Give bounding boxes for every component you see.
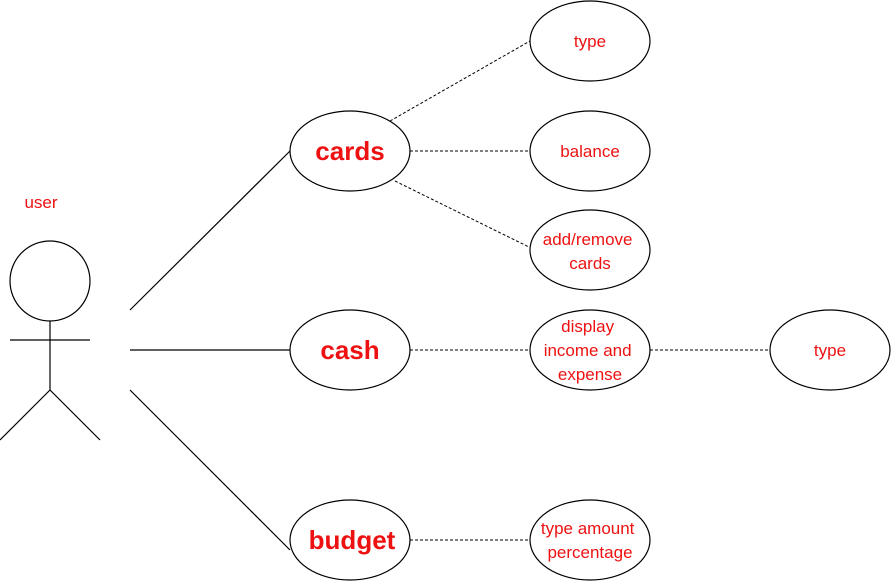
- use-case-cards-label: cards: [315, 136, 384, 166]
- use-case-budget-detail-label: type amount percentage: [541, 519, 639, 562]
- use-case-cards[interactable]: cards: [289, 110, 411, 192]
- use-case-display-income-expense[interactable]: display income and expense: [529, 309, 651, 391]
- actor-left-leg: [0, 389, 51, 441]
- association-user-budget: [129, 389, 291, 551]
- use-case-balance-label: balance: [560, 142, 620, 161]
- use-case-budget[interactable]: budget: [289, 499, 411, 581]
- association-user-cards: [129, 150, 291, 311]
- use-case-balance[interactable]: balance: [529, 110, 651, 192]
- relation-cards-add-remove: [394, 180, 536, 251]
- actor-label: user: [24, 193, 57, 212]
- use-case-display-type[interactable]: type: [769, 309, 891, 391]
- use-case-cards-type[interactable]: type: [529, 0, 651, 82]
- use-case-budget-label: budget: [309, 525, 396, 555]
- use-case-add-remove-cards-label: add/remove cards: [543, 230, 638, 273]
- relation-cards-type: [389, 40, 531, 122]
- use-case-budget-detail[interactable]: type amount percentage: [529, 499, 651, 581]
- display-line-2: income and: [544, 341, 632, 360]
- actor-right-leg: [49, 389, 101, 441]
- add-remove-line-1: add/remove: [543, 230, 633, 249]
- display-line-1: display: [561, 317, 614, 336]
- use-case-display-type-label: type: [814, 341, 846, 360]
- add-remove-line-2: cards: [569, 254, 611, 273]
- budget-detail-line-1: type amount: [541, 519, 635, 538]
- actor-head: [9, 240, 91, 322]
- use-case-cash[interactable]: cash: [289, 309, 411, 391]
- actor-user: user: [0, 193, 101, 441]
- use-case-add-remove-cards[interactable]: add/remove cards: [529, 209, 651, 291]
- display-line-3: expense: [558, 365, 622, 384]
- use-case-cash-label: cash: [320, 335, 379, 365]
- use-case-cards-type-label: type: [574, 32, 606, 51]
- use-case-display-label: display income and expense: [544, 317, 637, 384]
- budget-detail-line-2: percentage: [547, 543, 632, 562]
